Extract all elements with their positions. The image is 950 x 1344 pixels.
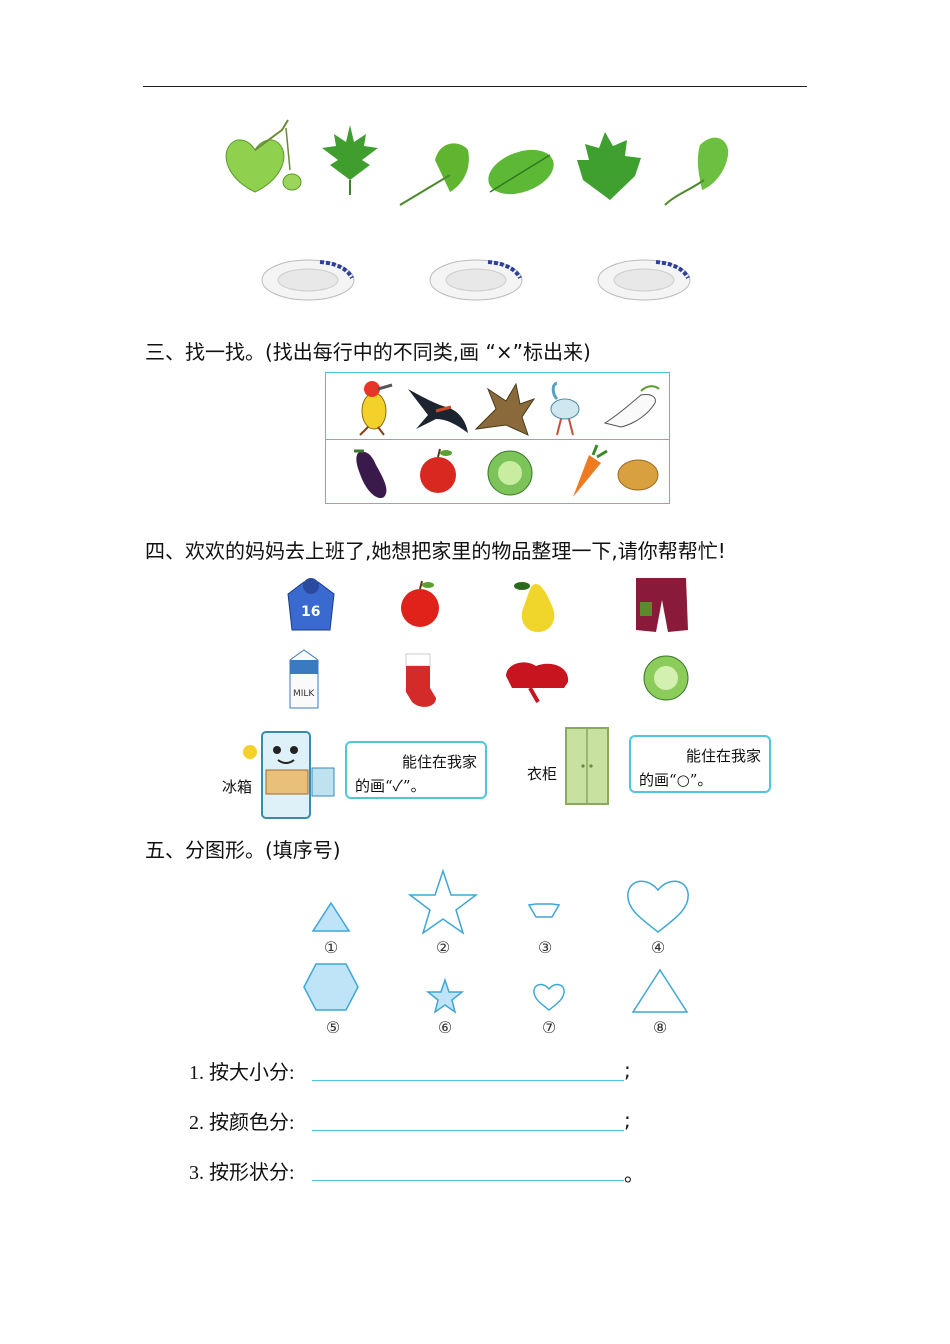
answer-blank-3[interactable] xyxy=(312,1180,624,1181)
shapes-row-1 xyxy=(311,868,689,935)
shape-number-6: ⑥ xyxy=(437,1018,453,1037)
question-2: 2. 按颜色分: xyxy=(189,1106,295,1135)
milk-carton-icon[interactable]: MILK xyxy=(289,649,319,709)
fridge-bubble-line1: 能住在我家 xyxy=(401,753,477,771)
eggplant-icon[interactable] xyxy=(354,449,387,499)
fridge-icon xyxy=(243,731,335,819)
ginkgo-leaf-icon xyxy=(399,143,469,206)
section3-title: 三、找一找。(找出每行中的不同类,画 “×”标出来) xyxy=(145,340,591,364)
answer-blank-1[interactable] xyxy=(312,1080,624,1081)
eagle-icon[interactable] xyxy=(474,382,536,436)
plates-row xyxy=(261,259,691,301)
apple-icon[interactable] xyxy=(420,448,456,493)
small-filled-star-shape xyxy=(425,977,465,1014)
sweater-icon[interactable]: 16 xyxy=(287,578,335,631)
large-outline-triangle-shape xyxy=(631,968,689,1013)
question-2-label: 2. 按颜色分: xyxy=(189,1112,295,1134)
plate-icon xyxy=(597,259,691,301)
hat-icon[interactable] xyxy=(506,662,569,703)
large-filled-hexagon-shape xyxy=(303,963,359,1011)
small-outline-hexagon-shape xyxy=(527,903,561,918)
plate-icon xyxy=(261,259,355,301)
wardrobe-speech-bubble: 能住在我家 的画“○”。 xyxy=(629,735,771,793)
shape-number-4: ④ xyxy=(650,938,666,957)
section5-title: 五、分图形。(填序号) xyxy=(145,838,341,862)
question-1-end: ; xyxy=(624,1058,631,1082)
question-1: 1. 按大小分: xyxy=(189,1056,295,1085)
fridge-bubble-line2: 的画“✓”。 xyxy=(355,777,426,795)
household-items[interactable]: 16 MILK xyxy=(270,572,710,712)
section4-title: 四、欢欢的妈妈去上班了,她想把家里的物品整理一下,请你帮帮忙! xyxy=(145,539,726,563)
pear-icon[interactable] xyxy=(514,582,555,632)
wardrobe-bubble-line1: 能住在我家 xyxy=(685,747,761,765)
shapes-row-2 xyxy=(303,963,689,1014)
question-2-end: ; xyxy=(624,1108,631,1132)
question-1-label: 1. 按大小分: xyxy=(189,1062,295,1084)
answer-blank-2[interactable] xyxy=(312,1130,624,1131)
shape-number-3: ③ xyxy=(537,938,553,957)
wardrobe-bubble-line2: 的画“○”。 xyxy=(639,771,713,789)
small-filled-triangle-shape xyxy=(311,901,351,932)
potato-icon[interactable] xyxy=(617,459,659,491)
question-3-label: 3. 按形状分: xyxy=(189,1162,295,1184)
wardrobe-label: 衣柜 xyxy=(527,765,558,783)
fridge-speech-bubble: 能住在我家 的画“✓”。 xyxy=(345,741,487,799)
fridge-label: 冰箱 xyxy=(222,778,253,796)
apple-icon[interactable] xyxy=(401,580,439,627)
carrot-icon[interactable] xyxy=(573,444,608,497)
cabbage-icon[interactable] xyxy=(487,450,533,496)
jersey-number: 16 xyxy=(301,604,320,620)
shorts-icon[interactable] xyxy=(636,578,688,632)
birds-row[interactable] xyxy=(336,379,661,437)
large-outline-star-shape xyxy=(407,868,479,935)
grape-leaf-icon xyxy=(577,132,641,200)
maple-leaf-icon xyxy=(322,125,378,195)
section3-table xyxy=(325,372,670,504)
oval-leaf-icon xyxy=(488,149,554,195)
header-rule xyxy=(143,86,807,87)
vegetables-row[interactable] xyxy=(336,444,661,499)
question-3: 3. 按形状分: xyxy=(189,1156,295,1185)
sock-icon[interactable] xyxy=(405,653,436,707)
heart-leaf-icon xyxy=(225,119,302,193)
cabbage-icon[interactable] xyxy=(643,655,689,701)
shape-number-1: ① xyxy=(323,938,339,957)
milk-label: MILK xyxy=(293,689,315,699)
wardrobe-icon xyxy=(565,727,609,805)
shape-number-5: ⑤ xyxy=(325,1018,341,1037)
ostrich-icon[interactable] xyxy=(550,381,580,436)
row-divider xyxy=(326,439,669,440)
leaves-row xyxy=(225,119,729,206)
dove-icon[interactable] xyxy=(603,385,660,428)
woodpecker-icon[interactable] xyxy=(359,381,393,436)
plate-icon xyxy=(429,259,523,301)
small-outline-heart-shape xyxy=(533,983,565,1011)
question-3-end: 。 xyxy=(624,1162,644,1186)
large-outline-heart-shape xyxy=(627,880,689,933)
swallow-icon[interactable] xyxy=(408,389,468,433)
shape-number-7: ⑦ xyxy=(541,1018,557,1037)
shape-number-8: ⑧ xyxy=(652,1018,668,1037)
shape-number-2: ② xyxy=(435,938,451,957)
ginkgo-leaf-2-icon xyxy=(664,137,729,206)
